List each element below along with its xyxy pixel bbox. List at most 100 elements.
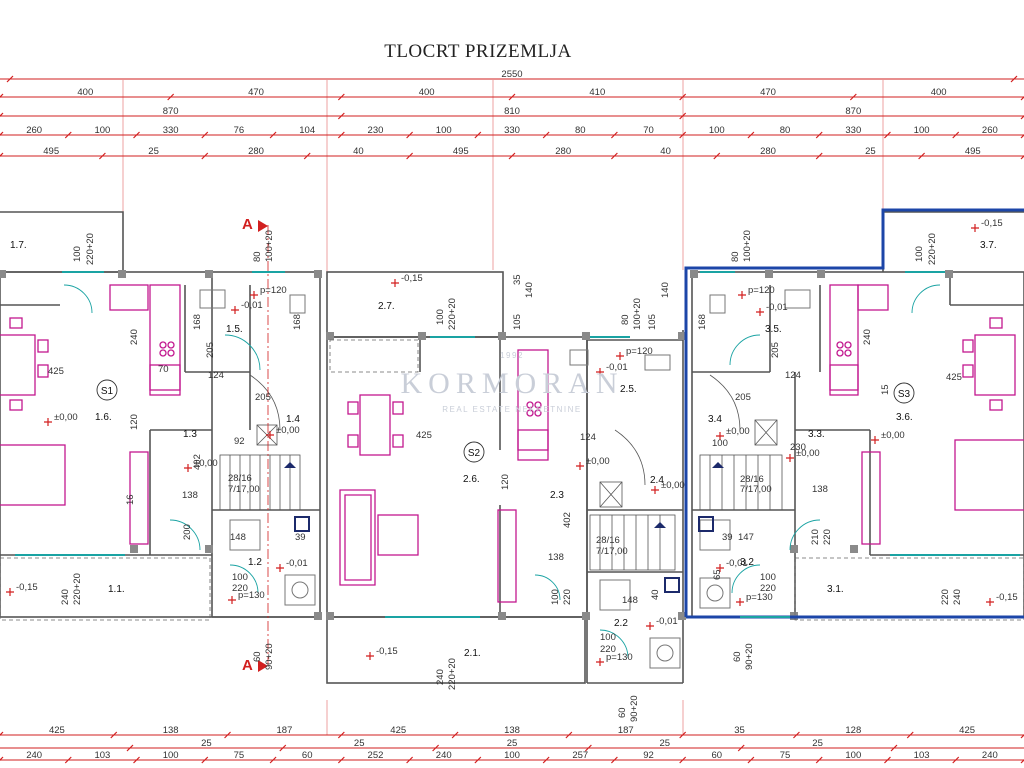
level-value: ±0,00 (586, 456, 610, 467)
top-row2-tick (167, 93, 175, 101)
level-cross (646, 622, 654, 630)
top-row1-label: 2550 (501, 69, 522, 80)
highlighted-unit-outline (684, 208, 1024, 617)
dim-32-65: 65 (712, 569, 723, 580)
top-row4-tick (610, 131, 618, 139)
bottom-row1-tick (0, 731, 4, 736)
dim-21-240: 240 (435, 669, 446, 685)
dim-window-s2-width: 100 (435, 309, 446, 325)
bottom-row1-tick (110, 731, 118, 739)
dim-window-15: 100+20 (264, 230, 275, 262)
level-cross (738, 291, 746, 299)
top-row5-label: 280 (555, 146, 571, 157)
room-1-1: 1.1. (108, 584, 125, 595)
top-row4-label: 100 (914, 125, 930, 136)
dim-s1-120: 120 (129, 414, 140, 430)
dim-33-220: 220 (822, 529, 833, 545)
top-row5-tick (918, 152, 926, 160)
top-row3-tick (679, 112, 687, 120)
dim-33-138: 138 (812, 484, 828, 495)
level-marker: -0,01 (646, 616, 678, 630)
level-value: ±0,00 (276, 425, 300, 436)
stairs (219, 374, 783, 571)
level-marker: ±0,00 (786, 448, 820, 462)
bottom-row3-tick (474, 756, 482, 764)
top-row4-tick (133, 131, 140, 139)
bottom-row1-label: 138 (504, 725, 520, 736)
stairs-1-level: 7/17,00 (228, 484, 260, 495)
dim-36-15: 15 (880, 384, 891, 395)
level-marker: -0,15 (971, 218, 1003, 232)
top-row5-tick (98, 152, 106, 160)
level-marker: -0,01 (231, 300, 263, 314)
room-1-7: 1.7. (10, 240, 27, 251)
level-cross (971, 224, 979, 232)
bottom-row3-tick (884, 756, 891, 764)
dim-12-100: 100 (232, 572, 248, 583)
bottom-row3-tick (815, 756, 823, 764)
dim-21-220: 220+20 (447, 658, 458, 690)
dim-32-60: 60 (732, 651, 743, 662)
top-row3-tick (1020, 115, 1024, 120)
top-row5-label: 40 (353, 146, 364, 157)
bottom-row2-tick (584, 744, 592, 752)
level-marker: p=130 (596, 652, 633, 666)
dim-14-92: 92 (234, 436, 245, 447)
bottom-row1-label: 35 (734, 725, 745, 736)
bottom-row3-label: 60 (302, 750, 313, 761)
room-labels: 1.7. 1.6. 1.5. 1.4 1.3 1.2 1.1. 2.7. 2.6… (10, 240, 997, 659)
bottom-row3-label: 240 (26, 750, 42, 761)
dim-13-402: 402 (192, 454, 203, 470)
level-marker: p=120 (616, 346, 653, 360)
level-marker: p=130 (228, 590, 265, 604)
bottom-row3-tick (1020, 759, 1024, 764)
dim-22-220: 220 (600, 644, 616, 655)
unit-marker-s1: S1 (101, 386, 114, 397)
dim-15-205: 205 (205, 342, 216, 358)
bottom-row1-label: 138 (163, 725, 179, 736)
level-value: -0,01 (726, 558, 748, 569)
top-row3-label: 810 (504, 106, 520, 117)
level-value: ±0,00 (194, 458, 218, 469)
top-row5-tick (713, 152, 721, 160)
top-row4-tick (542, 131, 550, 139)
bottom-row1-tick (1020, 734, 1024, 739)
room-2-5: 2.5. (620, 384, 637, 395)
dim-22-148: 148 (622, 595, 638, 606)
bottom-row3-tick (133, 756, 140, 764)
level-cross (184, 464, 192, 472)
dim-15-168b: 168 (292, 314, 303, 330)
level-cross (366, 652, 374, 660)
level-marker: ±0,00 (651, 480, 685, 494)
bottom-row3-label: 75 (780, 750, 791, 761)
bottom-row2-label: 25 (660, 738, 671, 749)
stairs-1: 28/16 (228, 473, 252, 484)
top-row5-tick (303, 152, 311, 160)
level-marker: p=130 (736, 592, 773, 606)
level-cross (276, 564, 284, 572)
dim-14-205: 205 (255, 392, 271, 403)
top-row4-label: 230 (368, 125, 384, 136)
top-row4-tick (201, 131, 209, 139)
top-row2-tick (337, 93, 345, 101)
bottom-row3-label: 103 (94, 750, 110, 761)
level-value: p=130 (238, 590, 265, 601)
top-row4-label: 70 (643, 125, 654, 136)
bottom-row3-label: 100 (163, 750, 179, 761)
dim-window-15-width: 80 (252, 251, 263, 262)
level-cross (266, 431, 274, 439)
room-1-5: 1.5. (226, 324, 243, 335)
bottom-row2-label: 25 (354, 738, 365, 749)
top-row4-tick (474, 131, 482, 139)
bottom-row3-tick (269, 756, 277, 764)
level-cross (44, 418, 52, 426)
plan-title: TLOCRT PRIZEMLJA (384, 41, 572, 62)
stairs-2: 28/16 (596, 535, 620, 546)
dim-window-s1-width: 100 (72, 246, 83, 262)
room-3-2: 3.2 (740, 557, 754, 568)
extension-lines (122, 80, 884, 735)
section-line-a: A A (242, 216, 269, 674)
bottom-row2-tick (432, 744, 440, 752)
watermark-tagline: REAL ESTATE NEKRETNINE (442, 405, 582, 414)
level-cross (576, 462, 584, 470)
